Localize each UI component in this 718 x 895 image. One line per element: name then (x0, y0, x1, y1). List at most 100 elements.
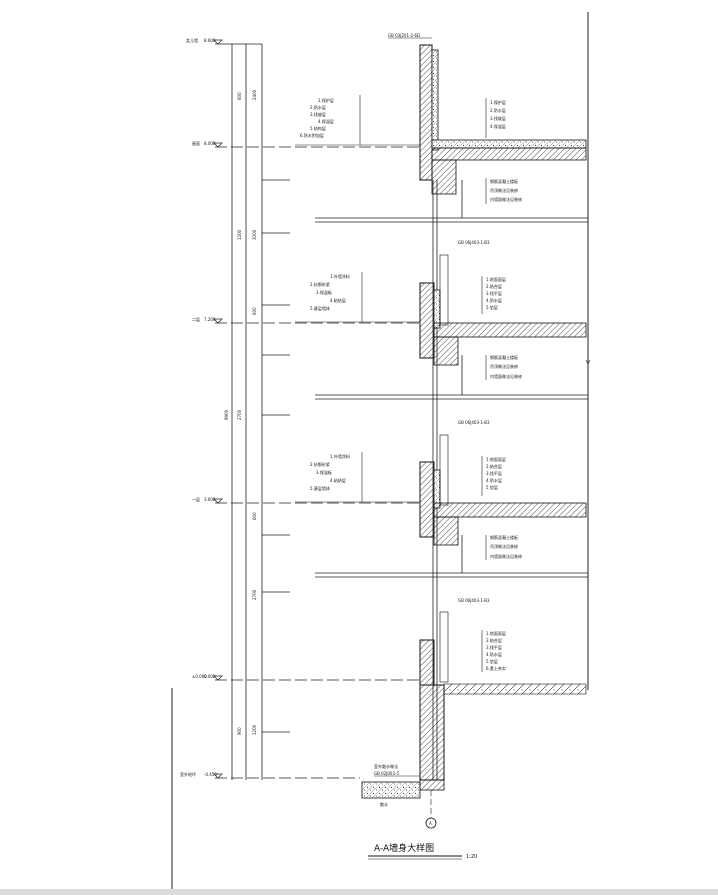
svg-text:4.保温层: 4.保温层 (318, 118, 334, 124)
svg-text:2.防水层: 2.防水层 (490, 107, 506, 113)
svg-text:3.找坡层: 3.找坡层 (490, 115, 506, 121)
level-elev-roof: 8.000 (204, 141, 216, 146)
roof-slab (431, 139, 587, 195)
svg-text:3.找平层: 3.找平层 (486, 290, 502, 296)
svg-text:600: 600 (237, 92, 242, 100)
svg-text:内墙面做法见装修: 内墙面做法见装修 (490, 553, 522, 559)
svg-text:吊顶做法见装修: 吊顶做法见装修 (490, 543, 518, 549)
svg-text:1.外墙涂料: 1.外墙涂料 (330, 273, 350, 279)
svg-text:6.防水附加层: 6.防水附加层 (300, 132, 324, 138)
svg-text:2.抗裂砂浆: 2.抗裂砂浆 (310, 461, 330, 467)
floor1-ref: GB 06J403-1-B3 (458, 420, 490, 425)
level-label-ground: ±0.000 (192, 674, 207, 679)
roof-notes: 1.保护层 2.防水层 3.找坡层 4.保温层 5.结构层 6.防水附加层 (295, 95, 420, 146)
svg-text:钢筋混凝土楼板: 钢筋混凝土楼板 (490, 354, 518, 360)
wall-ground: GB 06J403-1-B3 (419, 598, 587, 781)
cut-lines (315, 180, 588, 578)
floor1-right-notes: 1.地面面层 2.结合层 3.找平层 4.防水层 5.垫层 钢筋混凝土楼板 吊顶… (481, 456, 522, 560)
svg-text:内墙面做法见装修: 内墙面做法见装修 (490, 196, 522, 202)
svg-text:2700: 2700 (252, 589, 257, 600)
level-elev-top: 8.600 (204, 38, 216, 43)
level-labels: 女儿墙 8.600 屋面 8.000 二层 7.200 一层 3.600 ±0.… (180, 37, 217, 777)
svg-text:1200: 1200 (252, 724, 257, 735)
dimension-values: 600 2400 1200 3000 600 2700 600 2700 900… (224, 89, 257, 735)
axis-label: A (429, 821, 432, 826)
floor1-wall-notes: 1.外墙涂料 2.抗裂砂浆 3.保温板 4.粘结层 5.基层墙体 (295, 452, 420, 503)
drawing-scale: 1:20 (466, 854, 477, 860)
svg-text:4.保温层: 4.保温层 (490, 123, 506, 129)
foundation: 室外散水做法 GB 02J003-5 散水 (361, 763, 445, 807)
ground-note: 散水 (380, 801, 388, 807)
svg-text:5.垫层: 5.垫层 (486, 304, 498, 310)
wall-floor1: GB 06J403-1-B3 (419, 420, 587, 546)
svg-text:钢筋混凝土楼板: 钢筋混凝土楼板 (490, 178, 518, 184)
svg-text:5.垫层: 5.垫层 (486, 658, 498, 664)
drawing-title-block: A-A墙身大样图 1:20 (368, 842, 477, 860)
bottom-scrollbar-track (0, 889, 718, 895)
svg-text:1.保护层: 1.保护层 (490, 99, 506, 105)
svg-text:2.防水层: 2.防水层 (310, 104, 326, 110)
svg-text:1.地面面层: 1.地面面层 (486, 276, 506, 282)
svg-text:2.结合层: 2.结合层 (486, 283, 502, 289)
dimension-chain (231, 44, 263, 780)
level-label-roof: 屋面 (192, 140, 200, 146)
svg-text:吊顶做法见装修: 吊顶做法见装修 (490, 363, 518, 369)
svg-text:3.找平层: 3.找平层 (486, 644, 502, 650)
svg-text:4.防水层: 4.防水层 (486, 477, 502, 483)
floor2-right-notes: 1.地面面层 2.结合层 3.找平层 4.防水层 5.垫层 钢筋混凝土楼板 吊顶… (481, 276, 522, 380)
level-label-top: 女儿墙 (186, 37, 198, 43)
floor2-ref: GB 06J403-1-B3 (458, 240, 490, 245)
roof-right-notes: 1.保护层 2.防水层 3.找坡层 4.保温层 钢筋混凝土楼板 吊顶做法见装修 … (485, 98, 522, 204)
base-note: 室外散水做法 (374, 763, 398, 769)
svg-text:2.抗裂砂浆: 2.抗裂砂浆 (310, 281, 330, 287)
svg-text:3.保温板: 3.保温板 (316, 469, 332, 475)
top-reference: GB 03J201-2-6D (388, 33, 420, 38)
wall-floor2: GB 06J403-1-B3 (419, 240, 587, 366)
svg-text:3.找坡层: 3.找坡层 (310, 111, 326, 117)
svg-text:600: 600 (252, 307, 257, 315)
svg-text:4.防水层: 4.防水层 (486, 651, 502, 657)
level-elev-floor2: 7.200 (204, 317, 216, 322)
ground-ref: GB 06J403-1-B3 (458, 598, 490, 603)
svg-text:1.外墙涂料: 1.外墙涂料 (330, 453, 350, 459)
svg-text:5.结构层: 5.结构层 (310, 125, 326, 131)
level-elev-floor1: 3.600 (204, 497, 216, 502)
svg-text:3.找平层: 3.找平层 (486, 470, 502, 476)
level-label-outdoor: 室外地坪 (180, 771, 196, 777)
svg-text:1.地面面层: 1.地面面层 (486, 456, 506, 462)
svg-text:4.粘结层: 4.粘结层 (330, 477, 346, 483)
axis-marker: A (425, 790, 437, 829)
svg-text:1200: 1200 (237, 229, 242, 240)
base-ref: GB 02J003-5 (374, 771, 399, 776)
svg-text:2.结合层: 2.结合层 (486, 637, 502, 643)
svg-text:吊顶做法见装修: 吊顶做法见装修 (490, 187, 518, 193)
level-label-floor2: 二层 (192, 316, 200, 322)
svg-text:2.结合层: 2.结合层 (486, 463, 502, 469)
svg-text:600: 600 (252, 512, 257, 520)
level-markers (213, 39, 223, 779)
svg-text:1.地面面层: 1.地面面层 (486, 630, 506, 636)
level-elev-ground: 0.000 (204, 674, 216, 679)
floor2-wall-notes: 1.外墙涂料 2.抗裂砂浆 3.保温板 4.粘结层 5.基层墙体 (295, 272, 420, 323)
ground-right-notes: 1.地面面层 2.结合层 3.找平层 4.防水层 5.垫层 6.素土夯实 (481, 630, 506, 672)
svg-text:钢筋混凝土楼板: 钢筋混凝土楼板 (490, 534, 518, 540)
svg-text:5.基层墙体: 5.基层墙体 (310, 305, 330, 311)
svg-text:5.垫层: 5.垫层 (486, 484, 498, 490)
svg-text:9900: 9900 (224, 409, 229, 420)
drawing-title: A-A墙身大样图 (374, 842, 434, 854)
svg-text:2700: 2700 (237, 409, 242, 420)
level-elev-outdoor: -0.450 (204, 772, 217, 777)
svg-text:4.粘结层: 4.粘结层 (330, 297, 346, 303)
level-label-floor1: 一层 (192, 496, 200, 502)
svg-text:3000: 3000 (252, 229, 257, 240)
svg-text:1.保护层: 1.保护层 (318, 97, 334, 103)
svg-text:4.防水层: 4.防水层 (486, 297, 502, 303)
svg-text:900: 900 (237, 727, 242, 735)
svg-text:5.基层墙体: 5.基层墙体 (310, 485, 330, 491)
svg-text:内墙面做法见装修: 内墙面做法见装修 (490, 373, 522, 379)
level-lines (215, 43, 420, 779)
svg-text:3.保温板: 3.保温板 (316, 289, 332, 295)
svg-text:6.素土夯实: 6.素土夯实 (486, 665, 506, 671)
svg-text:2400: 2400 (252, 89, 257, 100)
